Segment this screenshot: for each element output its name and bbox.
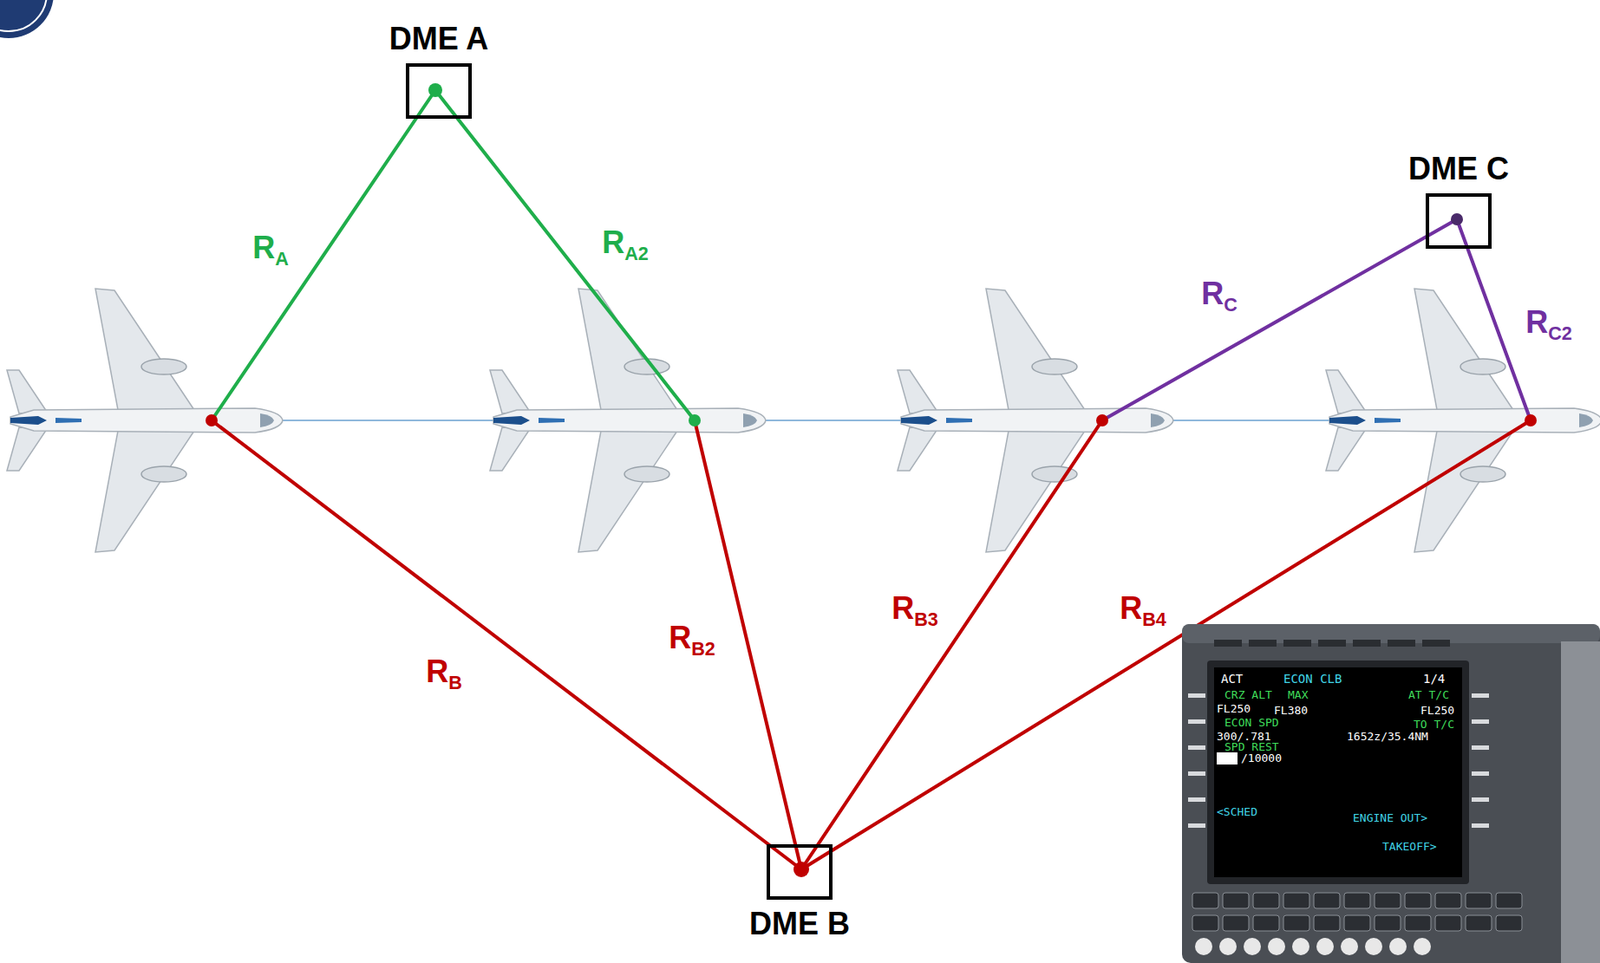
dme-box: [766, 844, 833, 901]
range-label: RA2: [599, 225, 652, 264]
screen-text: FL250: [1216, 703, 1251, 716]
range-label: RB2: [666, 620, 719, 660]
screen-text: CRZ ALT: [1224, 689, 1273, 702]
fmc-unit: [1182, 624, 1600, 963]
position-dots: [205, 83, 1537, 878]
dme-box: [1425, 193, 1492, 249]
screen-text: /10000: [1240, 752, 1282, 765]
screen-text: <SCHED: [1216, 806, 1258, 819]
screen-text: TO T/C: [1413, 718, 1455, 732]
screen-text: ECON CLB: [1283, 672, 1342, 686]
screen-text: 1652z/35.4NM: [1346, 731, 1429, 744]
dme-station: DME A: [389, 21, 490, 119]
range-label: RB4: [1116, 591, 1169, 630]
screen-text: 1/4: [1423, 672, 1445, 686]
screen-text: ENGINE OUT>: [1352, 812, 1428, 825]
dme-station: DME B: [749, 844, 850, 942]
dme-label: DME C: [1408, 151, 1509, 187]
dme-label: DME B: [749, 907, 850, 942]
range-label: RB: [423, 654, 465, 693]
range-label: RC: [1198, 276, 1241, 315]
dme-station: DME C: [1408, 151, 1509, 249]
dme-label: DME A: [389, 21, 490, 57]
screen-text: ACT: [1221, 672, 1243, 686]
screen-text: TAKEOFF>: [1382, 841, 1437, 854]
screen-text: MAX: [1287, 689, 1308, 702]
screen-text: AT T/C: [1408, 689, 1450, 702]
dme-box: [405, 63, 472, 119]
range-label: RA: [249, 230, 292, 269]
screen-text: FL250: [1420, 705, 1455, 718]
screen-text: ECON SPD: [1224, 717, 1280, 730]
range-label: RC2: [1522, 305, 1575, 344]
screen-text: FL380: [1273, 705, 1308, 718]
range-label: RB3: [888, 591, 941, 630]
